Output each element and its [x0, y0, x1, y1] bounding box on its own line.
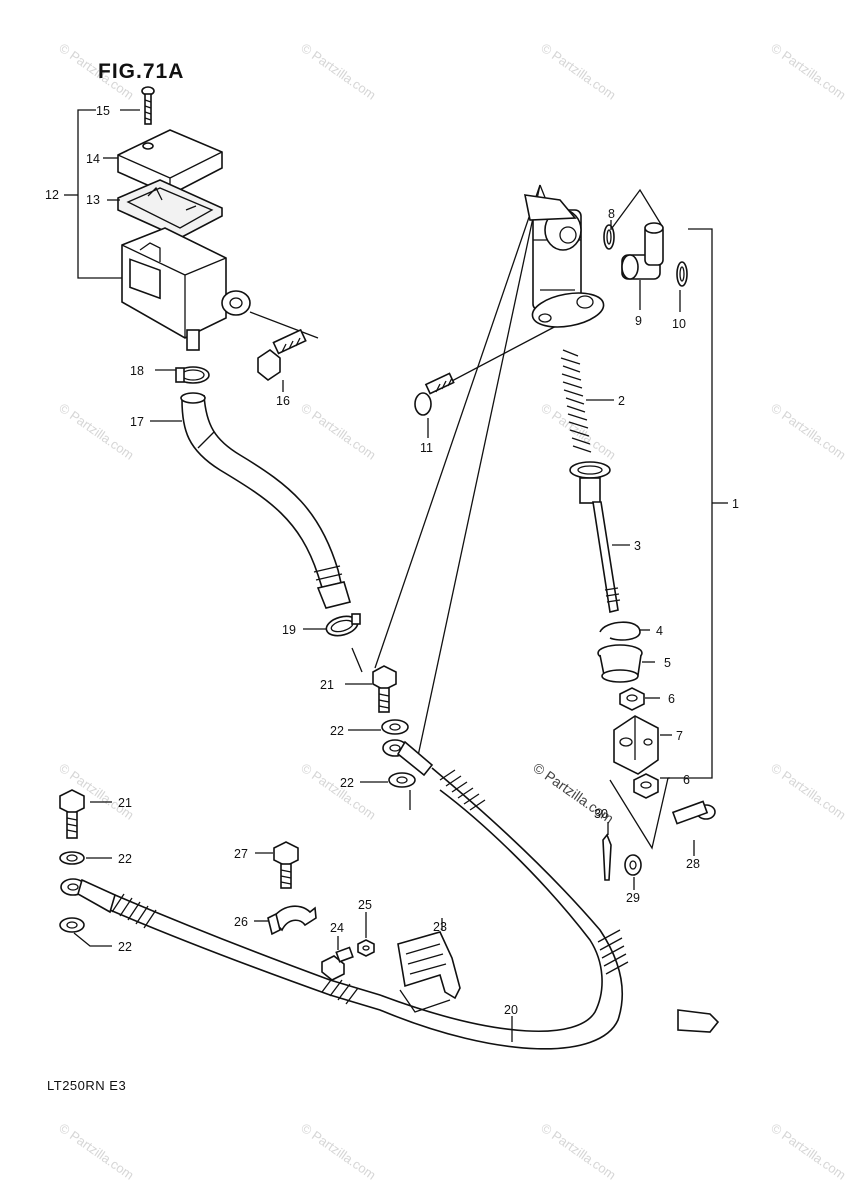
callout-21-lower: 21 [118, 796, 132, 810]
callout-24: 24 [330, 921, 344, 935]
watermark: © Partzilla.com [538, 1120, 618, 1183]
brake-hose-20 [109, 767, 629, 1050]
washer-22-lower-b [59, 917, 112, 947]
model-code: LT250RN E3 [47, 1078, 126, 1093]
callout-13: 13 [86, 193, 100, 207]
nut-25 [357, 912, 375, 957]
union-bolt-21-lower [59, 789, 112, 839]
washer-22-upper-b [360, 772, 416, 810]
callout-16: 16 [276, 394, 290, 408]
nut-6-upper [619, 687, 660, 711]
master-cylinder-body-12 [121, 227, 319, 351]
circlip-4 [599, 621, 650, 641]
hose-guide-23 [397, 918, 461, 1013]
bolt-16 [257, 328, 307, 392]
clamp-19 [303, 613, 361, 637]
hose-17 [150, 392, 352, 609]
bracket-1 [668, 228, 728, 779]
hose-fitting-9 [621, 222, 664, 310]
rear-master-cylinder-body [523, 194, 605, 328]
diaphragm-13 [107, 179, 223, 239]
clamp-18 [155, 366, 210, 384]
callout-20: 20 [504, 1003, 518, 1017]
pushrod-3 [592, 501, 630, 613]
callout-5: 5 [664, 656, 671, 670]
clevis-pin-28 [671, 800, 716, 856]
callout-2: 2 [618, 394, 625, 408]
callout-29: 29 [626, 891, 640, 905]
cotter-pin-30 [602, 822, 612, 881]
bracket-12 [64, 109, 140, 279]
callout-9: 9 [635, 314, 642, 328]
seal-ring-10 [676, 261, 688, 312]
clevis-7 [613, 715, 672, 775]
figure-title: FIG.71A [98, 60, 184, 83]
callout-18: 18 [130, 364, 144, 378]
watermark: © Partzilla.com [298, 760, 378, 823]
callout-19: 19 [282, 623, 296, 637]
watermark: © Partzilla.com [538, 40, 618, 103]
callout-11: 11 [420, 441, 433, 455]
screw-15 [141, 86, 155, 125]
fwd-label: FWD [682, 1018, 705, 1029]
callout-22-upper-b: 22 [340, 776, 354, 790]
watermark: © Partzilla.com [298, 40, 378, 103]
callout-4: 4 [656, 624, 663, 638]
bolt-24 [321, 936, 354, 981]
watermark: © Partzilla.com [56, 400, 136, 463]
callout-22-lower-b: 22 [118, 940, 132, 954]
callout-27: 27 [234, 847, 248, 861]
washer-29 [624, 854, 642, 890]
seal-ring-8 [603, 220, 615, 250]
watermark: © Partzilla.com [298, 400, 378, 463]
watermark: © Partzilla.com [768, 40, 846, 103]
callout-21-upper: 21 [320, 678, 334, 692]
hose-banjo-lower [60, 878, 116, 914]
boot-5 [597, 644, 655, 683]
watermark: © Partzilla.com [56, 1120, 136, 1183]
watermark: © Partzilla.com [768, 760, 846, 823]
callout-6-upper: 6 [668, 692, 675, 706]
watermark: © Partzilla.com [768, 1120, 846, 1183]
hose-banjo-upper [382, 739, 434, 777]
callout-17: 17 [130, 415, 144, 429]
washer-22-upper-a [348, 719, 409, 735]
callout-12: 12 [45, 188, 59, 202]
nut-6-lower [609, 773, 670, 850]
callout-25: 25 [358, 898, 372, 912]
callout-10: 10 [672, 317, 686, 331]
callout-23: 23 [433, 920, 447, 934]
callout-26: 26 [234, 915, 248, 929]
bolt-11 [414, 372, 455, 438]
callout-labels: 15 14 12 13 18 16 17 11 8 9 10 2 1 3 4 5… [45, 104, 739, 1017]
watermark: © Partzilla.com [768, 400, 846, 463]
spring-2 [560, 349, 614, 453]
callout-22-upper-a: 22 [330, 724, 344, 738]
callout-7: 7 [676, 729, 683, 743]
callout-22-lower-a: 22 [118, 852, 132, 866]
assembly-leader-lines [351, 184, 663, 757]
piston-cup [569, 461, 611, 504]
callout-14: 14 [86, 152, 100, 166]
callout-3: 3 [634, 539, 641, 553]
callout-8: 8 [608, 207, 615, 221]
callout-30: 30 [594, 807, 608, 821]
callout-6-lower: 6 [683, 773, 690, 787]
washer-22-lower-a [59, 851, 112, 865]
callout-28: 28 [686, 857, 700, 871]
callout-15: 15 [96, 104, 110, 118]
bolt-27 [255, 841, 299, 889]
hose-clamp-26 [254, 905, 317, 936]
fwd-arrow-icon: FWD [677, 1009, 720, 1033]
callout-1: 1 [732, 497, 739, 511]
watermark: © Partzilla.com [298, 1120, 378, 1183]
union-bolt-21-upper [345, 665, 397, 713]
